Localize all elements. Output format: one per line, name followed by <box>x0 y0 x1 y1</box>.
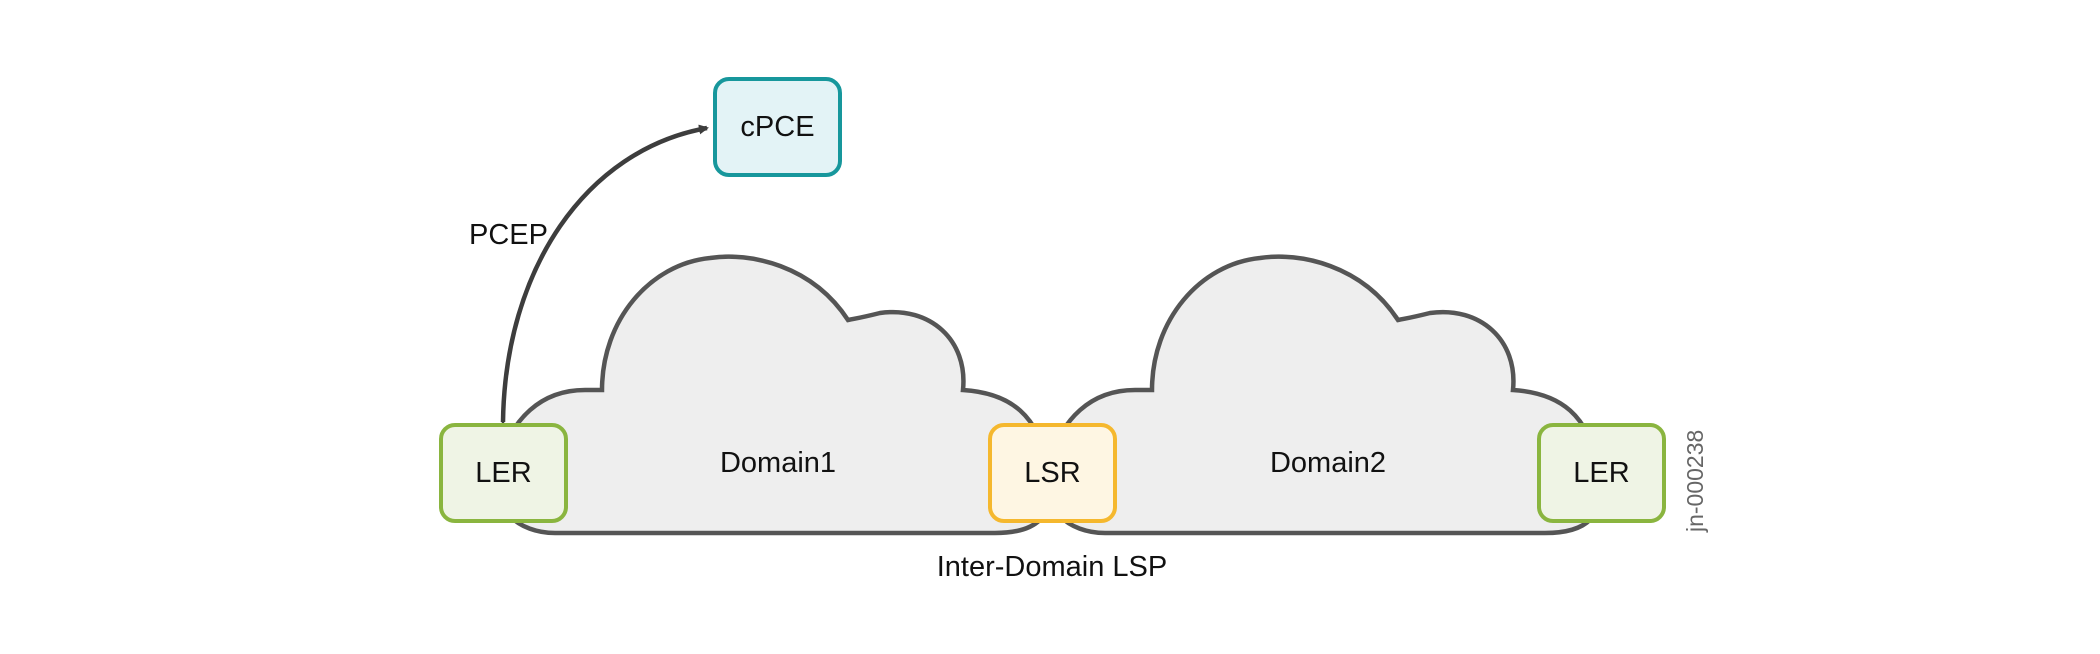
ler-left-label: LER <box>475 457 531 489</box>
lsr-box <box>988 423 1117 523</box>
inter-domain-lsp-caption: Inter-Domain LSP <box>937 551 1168 583</box>
domain1-cloud-shape <box>494 254 1053 536</box>
lsr-label: LSR <box>1024 457 1080 489</box>
ler-right-box <box>1537 423 1666 523</box>
lsr-node: LSR <box>988 423 1117 523</box>
pcep-connection: PCEP <box>469 124 709 431</box>
domain2-label: Domain2 <box>1270 447 1386 479</box>
ler-left-node: LER <box>439 423 568 523</box>
ler-right-node: LER <box>1537 423 1666 523</box>
cpce-label: cPCE <box>740 111 814 143</box>
ler-left-box <box>439 423 568 523</box>
pcep-label: PCEP <box>469 219 548 251</box>
domain2-cloud: Domain2 <box>1044 254 1603 536</box>
pcep-arrow <box>497 124 709 431</box>
domain1-label: Domain1 <box>720 447 836 479</box>
domain2-cloud-shape <box>1044 254 1603 536</box>
ler-right-label: LER <box>1573 457 1629 489</box>
cpce-node: cPCE <box>713 77 842 177</box>
figure-id: jn-000238 <box>1682 430 1708 533</box>
cpce-box <box>713 77 842 177</box>
domain1-cloud: Domain1 <box>494 254 1053 536</box>
